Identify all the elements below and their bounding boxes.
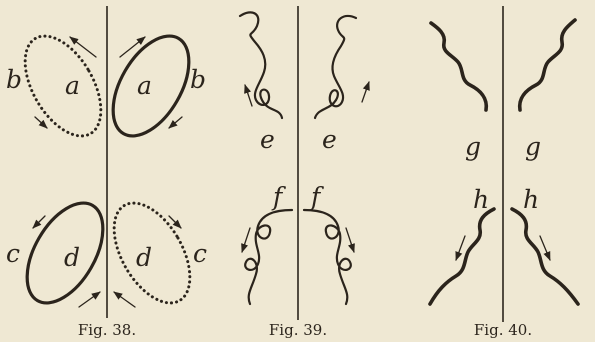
fig38-arrow-lower-left-top	[33, 216, 45, 228]
fig38-label-upper-right-outer: b	[190, 65, 206, 94]
fig38-label-lower-left-outer: c	[6, 239, 20, 268]
fig40-label-lower-right: h	[523, 185, 539, 214]
fig38-label-lower-right-outer: c	[193, 239, 207, 268]
fig38-arrow-lower-left-bottom	[79, 292, 100, 307]
fig38-label-upper-right-inner: a	[137, 71, 152, 100]
fig39-label-upper-left: e	[260, 125, 275, 154]
fig38-arrow-lower-right-top	[169, 216, 181, 228]
fig38-upper-left-dotted-ellipse	[10, 23, 117, 148]
fig40-lower-right-wavy-curve	[512, 209, 578, 304]
fig39-lower-right-looped-curve	[304, 210, 351, 304]
fig38-label-lower-left-inner: d	[64, 243, 80, 272]
fig39-upper-left-looped-curve	[240, 12, 282, 118]
fig39-arrow-lower-right	[346, 228, 354, 252]
fig40-lower-left-wavy-curve	[430, 209, 494, 304]
fig38-arrow-upper-left-bottom	[35, 117, 47, 128]
fig40-arrow-lower-left	[456, 236, 465, 260]
fig39-label-lower-left: f	[271, 182, 286, 211]
fig38-label-lower-right-inner: d	[136, 243, 152, 272]
fig39-caption: Fig. 39.	[269, 321, 327, 339]
fig40-arrow-lower-right	[540, 236, 550, 260]
fig40-label-upper-right: g	[525, 132, 541, 161]
fig39-upper-right-looped-curve	[315, 16, 356, 118]
fig39-lower-left-looped-curve	[245, 210, 292, 304]
fig38-arrow-upper-right-bottom	[169, 117, 182, 128]
fig40-upper-right-wavy-curve	[520, 20, 575, 110]
fig39-arrow-upper-right	[362, 82, 369, 102]
fig40-label-lower-left: h	[473, 185, 489, 214]
fig38-label-upper-left-inner: a	[65, 71, 80, 100]
fig38-arrow-lower-right-bottom	[114, 292, 135, 307]
fig38-caption: Fig. 38.	[78, 321, 136, 339]
fig38-label-upper-left-outer: b	[6, 65, 22, 94]
fig39-arrow-lower-left	[242, 228, 250, 252]
fig40-label-upper-left: g	[465, 132, 481, 161]
figure-39: e e f f Fig. 39.	[240, 6, 369, 339]
fig39-label-upper-right: e	[322, 125, 337, 154]
fig38-arrow-upper-right-top	[120, 37, 145, 57]
figure-40: g g h h Fig. 40.	[430, 6, 578, 339]
fig39-arrow-upper-left	[245, 85, 252, 106]
figure-38: b a a b c d d c Fig. 38.	[6, 6, 207, 339]
fig40-caption: Fig. 40.	[474, 321, 532, 339]
fig38-arrow-upper-left-top	[70, 37, 96, 57]
fig39-label-lower-right: f	[309, 182, 324, 211]
fig40-upper-left-wavy-curve	[431, 23, 486, 110]
